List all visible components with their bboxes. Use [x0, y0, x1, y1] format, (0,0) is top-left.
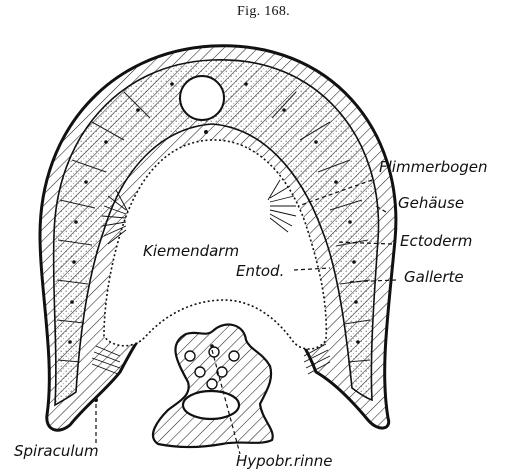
label-flimmerbogen: Flimmerbogen	[379, 158, 488, 176]
label-entod: Entod.	[236, 262, 284, 280]
hypobranchial-dot	[210, 344, 214, 348]
label-gallerte: Gallerte	[404, 268, 464, 286]
upper-cavity-dot	[204, 130, 208, 134]
label-hypobr-rinne: Hypobr.rinne	[236, 452, 333, 470]
label-spiraculum: Spiraculum	[14, 442, 99, 460]
endostyle-cavity	[183, 391, 239, 419]
label-gehaeuse: Gehäuse	[398, 194, 464, 212]
label-ectoderm: Ectoderm	[400, 232, 472, 250]
label-kiemendarm: Kiemendarm	[143, 242, 239, 260]
spiraculum-dot	[94, 398, 98, 402]
upper-round-cavity	[180, 76, 224, 120]
